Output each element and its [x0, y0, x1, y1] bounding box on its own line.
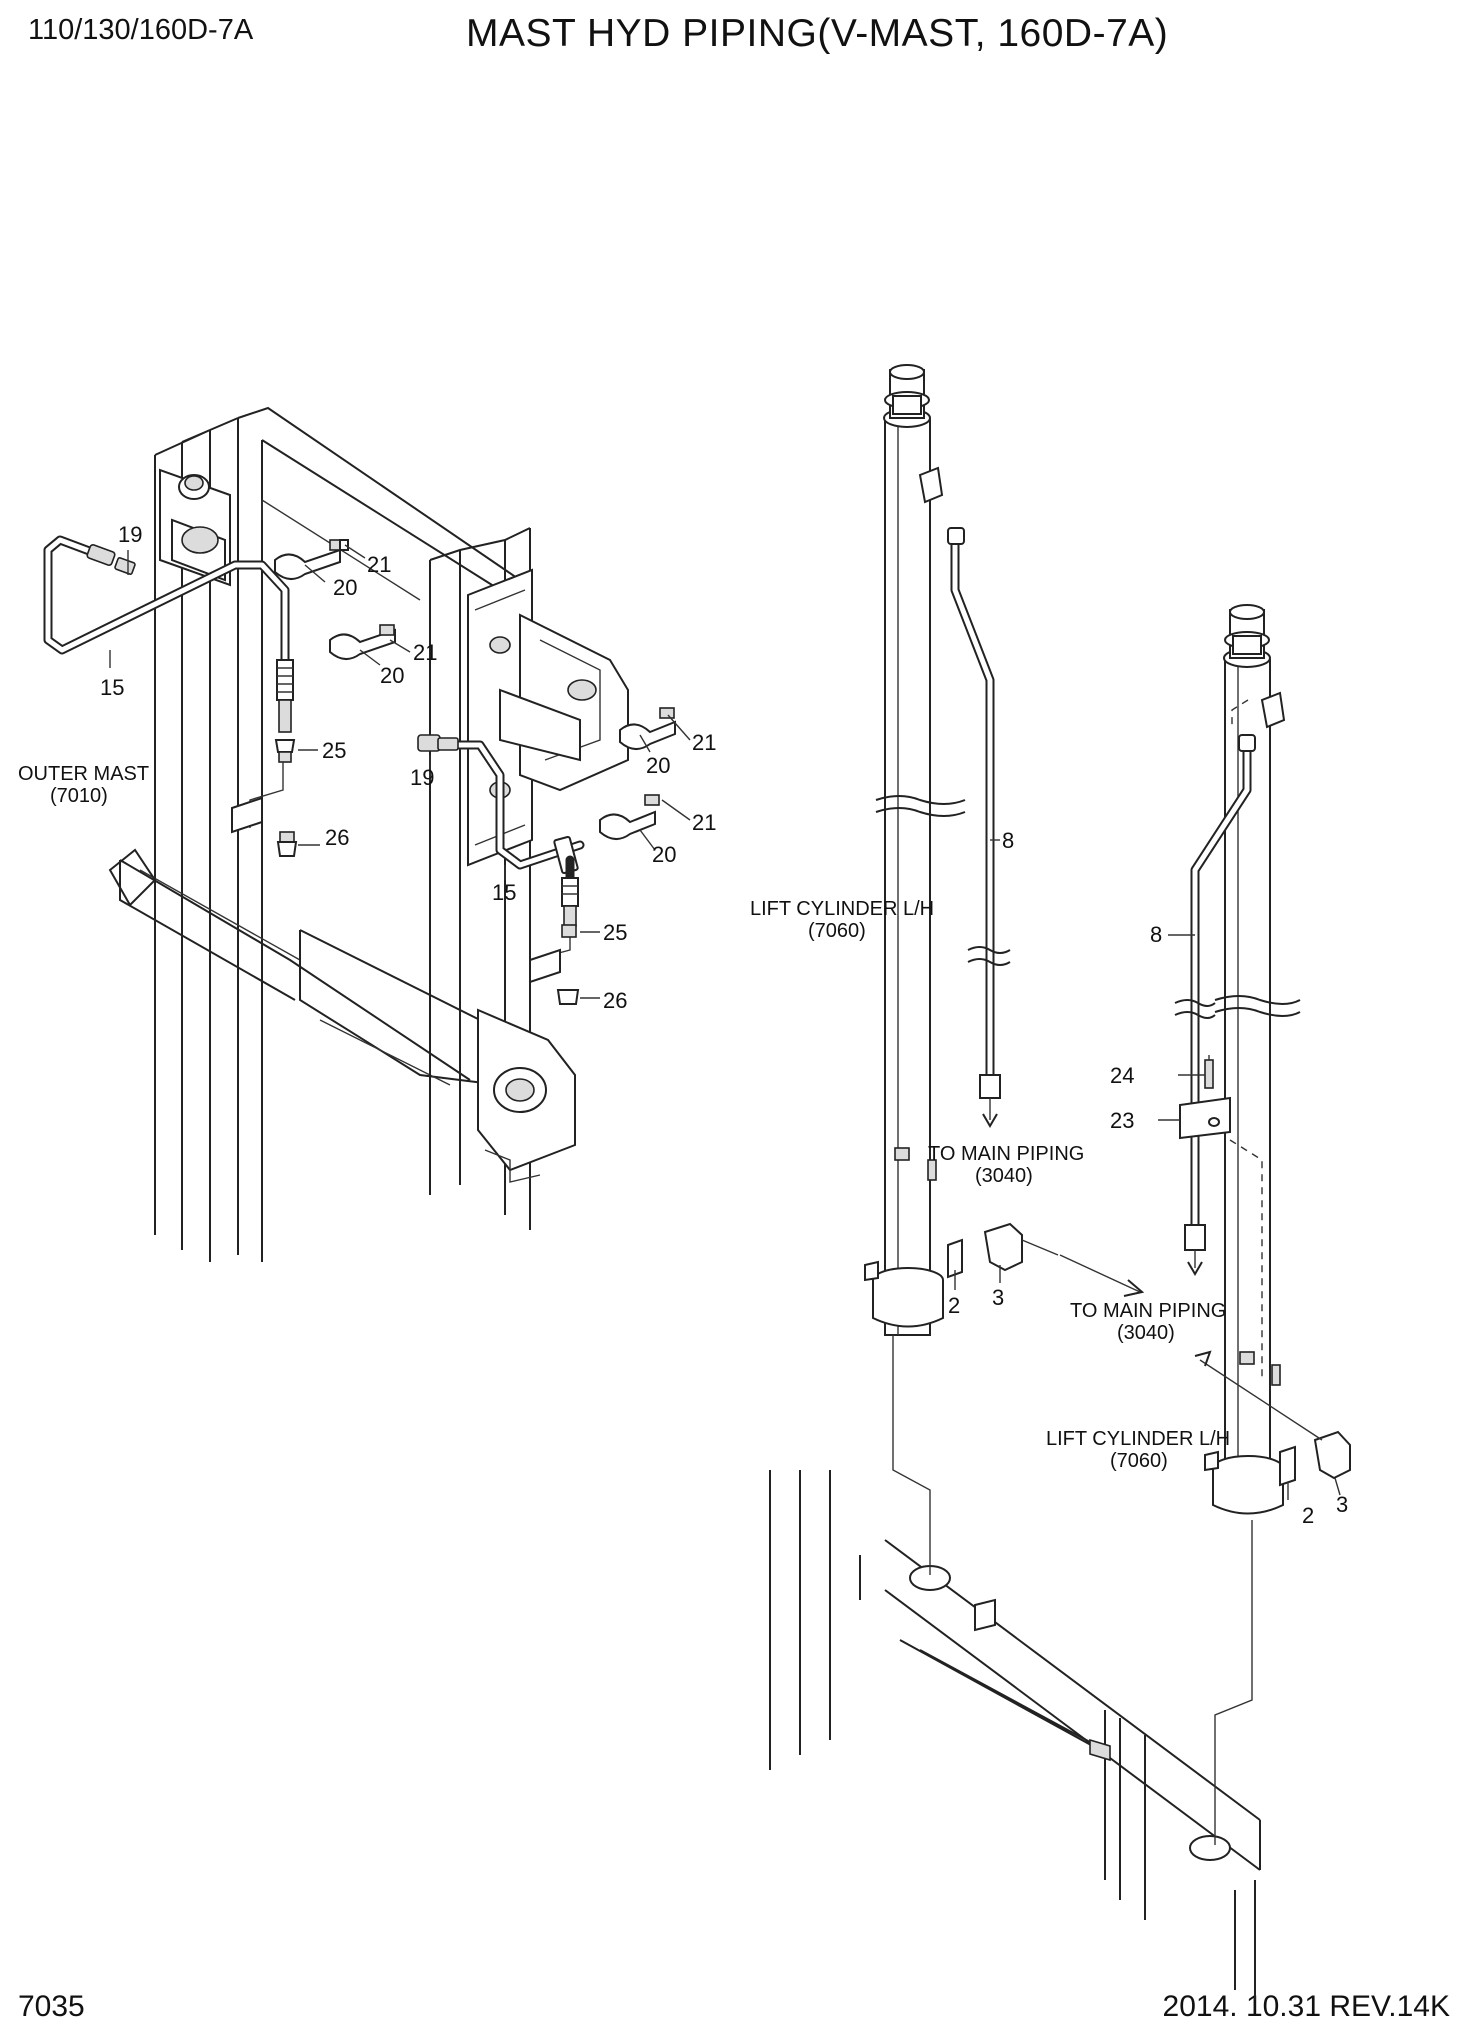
model-number: 110/130/160D-7A: [28, 14, 254, 46]
part-8-a: 8: [1002, 828, 1014, 853]
part-26-b: 26: [603, 988, 627, 1013]
left-leader-lines: [109, 544, 691, 999]
part-3-b: 3: [1336, 1492, 1348, 1517]
to-main-piping-2-ref: (3040): [1117, 1322, 1175, 1344]
part-20-c: 20: [646, 753, 670, 778]
part-25-b: 25: [603, 920, 627, 945]
part-19-a: 19: [118, 522, 142, 547]
reference-labels: OUTER MAST (7010) LIFT CYLINDER L/H (706…: [18, 763, 1230, 1472]
page-number: 7035: [18, 1990, 85, 2023]
part-8-b: 8: [1150, 922, 1162, 947]
part-20-a: 20: [333, 575, 357, 600]
part-2-b: 2: [1302, 1503, 1314, 1528]
part-19-b: 19: [410, 765, 434, 790]
part-21-c: 21: [692, 730, 716, 755]
outer-mast-drawing: [43, 406, 676, 1262]
part-20-d: 20: [652, 842, 676, 867]
part-number-labels: 19 21 20 21 20 15 25 26 21 20 19 21 20 1…: [100, 522, 1348, 1528]
revision-date: 2014. 10.31 REV.14K: [1162, 1990, 1450, 2023]
part-15-b: 15: [492, 880, 516, 905]
part-2-a: 2: [948, 1293, 960, 1318]
lift-cylinder-right-ref: (7060): [1110, 1450, 1168, 1472]
outer-mast-label: OUTER MAST: [18, 763, 149, 785]
lift-cylinder-right-label: LIFT CYLINDER L/H: [1046, 1428, 1230, 1450]
right-leader-lines: [954, 839, 1341, 1500]
outer-mast-ref: (7010): [50, 785, 108, 807]
part-20-b: 20: [380, 663, 404, 688]
part-3-a: 3: [992, 1285, 1004, 1310]
to-main-piping-1-label: TO MAIN PIPING: [928, 1143, 1084, 1165]
part-23: 23: [1110, 1108, 1134, 1133]
part-21-b: 21: [413, 640, 437, 665]
part-25-a: 25: [322, 738, 346, 763]
page-title: MAST HYD PIPING(V-MAST, 160D-7A): [466, 12, 1169, 55]
lift-cylinder-drawing: [769, 364, 1351, 2000]
part-21-d: 21: [692, 810, 716, 835]
part-24: 24: [1110, 1063, 1134, 1088]
part-15-a: 15: [100, 675, 124, 700]
part-21-a: 21: [367, 552, 391, 577]
to-main-piping-1-ref: (3040): [975, 1165, 1033, 1187]
part-26-a: 26: [325, 825, 349, 850]
to-main-piping-2-label: TO MAIN PIPING: [1070, 1300, 1226, 1322]
lift-cylinder-left-ref: (7060): [808, 920, 866, 942]
lift-cylinder-left-label: LIFT CYLINDER L/H: [750, 898, 934, 920]
